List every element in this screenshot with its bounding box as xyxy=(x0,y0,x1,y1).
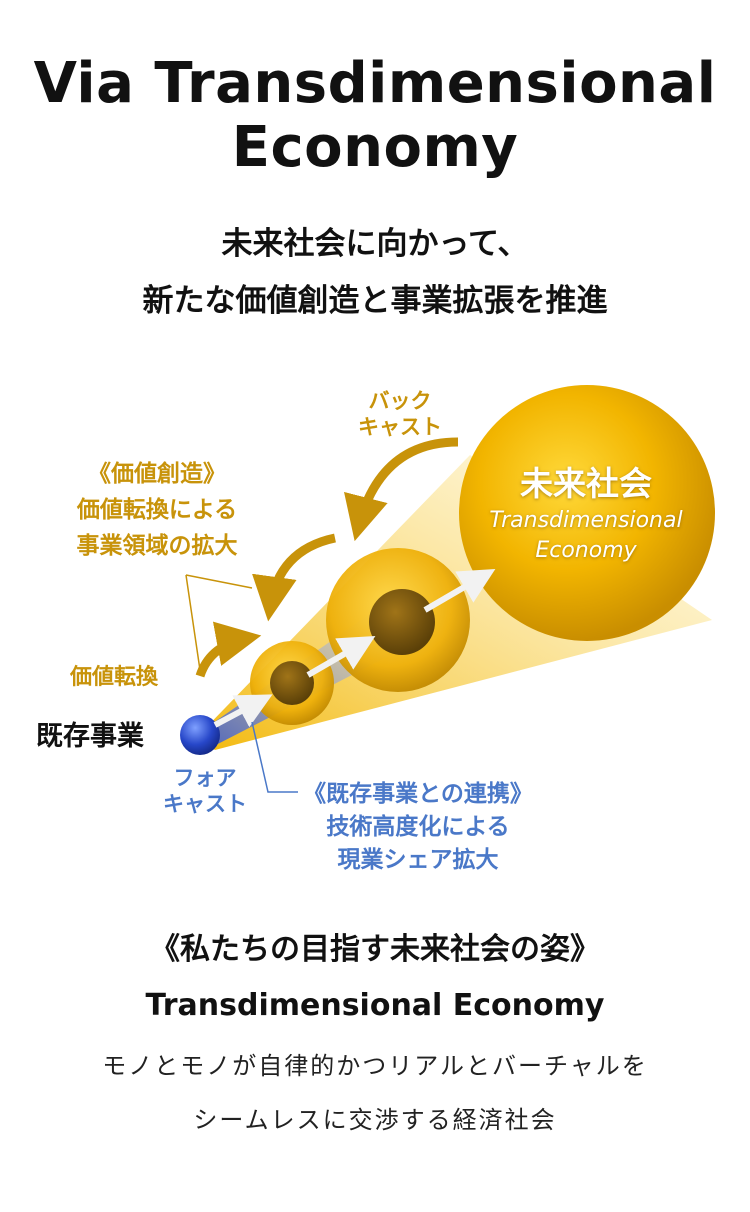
subtitle-line2: 新たな価値創造と事業拡張を推進 xyxy=(142,283,608,319)
mid-core-sphere xyxy=(369,589,435,655)
forward-arrow-3 xyxy=(423,568,496,613)
backcast-arrow-2 xyxy=(252,533,337,622)
diagram-graphic xyxy=(180,385,715,793)
collaboration-line1: 《既存事業との連携》 xyxy=(303,781,533,807)
value-conversion-label: 価値転換 xyxy=(70,665,159,690)
small-core-sphere xyxy=(270,661,314,705)
value-conversion-arrow xyxy=(195,621,262,678)
backcast-label: バック キャスト xyxy=(340,388,460,440)
page-title-line1: Via Transdimensional xyxy=(33,51,717,116)
backcast-line2: キャスト xyxy=(358,415,442,439)
future-society-title: 未来社会 xyxy=(520,464,652,503)
forecast-label: フォア キャスト xyxy=(140,765,270,817)
collaboration-callout xyxy=(251,721,298,793)
collaboration-line2: 技術高度化による xyxy=(326,814,510,840)
page-title-line2: Economy xyxy=(231,115,519,180)
vision-name: Transdimensional Economy xyxy=(145,988,605,1023)
future-society-sphere xyxy=(459,385,715,641)
value-creation-line2: 価値転換による xyxy=(76,497,238,523)
value-creation-line1: 《価値創造》 xyxy=(88,461,226,487)
existing-business-sphere xyxy=(180,715,220,755)
backcast-line1: バック xyxy=(368,389,432,413)
future-society-label: 未来社会 Transdimensional Economy xyxy=(470,462,702,566)
future-society-line1: Transdimensional xyxy=(489,508,683,533)
vision-heading: 《私たちの目指す未来社会の姿》 xyxy=(150,932,600,967)
vision-description-line2: シームレスに交渉する経済社会 xyxy=(193,1106,557,1134)
subtitle-line1: 未来社会に向かって、 xyxy=(221,226,529,262)
value-creation-label: 《価値創造》 価値転換による 事業領域の拡大 xyxy=(42,456,272,564)
future-society-line2: Economy xyxy=(535,538,637,563)
existing-business-label: 既存事業 xyxy=(36,721,144,752)
strategy-diagram: バック キャスト 《価値創造》 価値転換による 事業領域の拡大 価値転換 既存事… xyxy=(0,370,750,900)
value-creation-line3: 事業領域の拡大 xyxy=(76,533,238,559)
backcast-arrow-1 xyxy=(344,437,459,542)
forward-arrow-2 xyxy=(306,635,376,678)
forward-arrow-1 xyxy=(213,694,273,728)
collaboration-line3: 現業シェア拡大 xyxy=(337,847,499,873)
value-creation-callout xyxy=(185,574,253,589)
vision-description-line1: モノとモノが自律的かつリアルとバーチャルを xyxy=(102,1052,648,1080)
value-creation-callout-2 xyxy=(185,574,201,671)
forecast-line1: フォア xyxy=(173,766,237,790)
forecast-line2: キャスト xyxy=(163,792,247,816)
collaboration-label: 《既存事業との連携》 技術高度化による 現業シェア拡大 xyxy=(298,778,538,877)
